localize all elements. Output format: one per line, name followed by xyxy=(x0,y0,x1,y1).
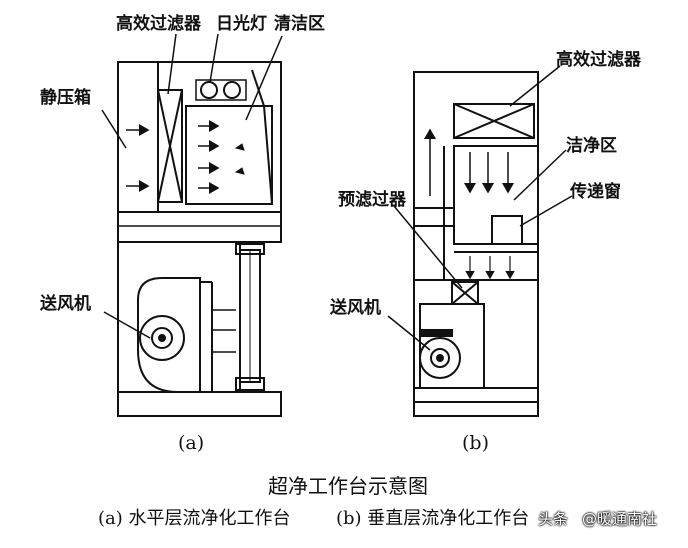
diagram-a-label-hepa-filter: 高效过滤器 xyxy=(116,14,201,34)
diagram-a-hepa-filter-icon xyxy=(157,89,183,203)
diagram-b-pass-window xyxy=(491,215,523,245)
diagram-b-caption: (b) xyxy=(462,432,489,454)
diagram-a-clean-zone xyxy=(185,105,273,205)
diagram-a-label-blower: 送风机 xyxy=(40,294,91,314)
figure-caption-a: (a) 水平层流净化工作台 xyxy=(98,508,291,529)
diagram-a-lamp-icon xyxy=(223,81,241,99)
diagram-a-label-plenum-box: 静压箱 xyxy=(40,88,91,108)
diagram-b-label-blower: 送风机 xyxy=(330,298,381,318)
diagram-b-clean-zone xyxy=(453,145,539,245)
diagram-a-blower-icon xyxy=(137,277,201,393)
diagram-b-label-hepa-filter: 高效过滤器 xyxy=(556,50,641,70)
diagram-a xyxy=(101,33,283,417)
figure-title: 超净工作台示意图 xyxy=(268,474,428,498)
figure-caption-b: (b) 垂直层流净化工作台 xyxy=(336,508,530,529)
diagram-b-blower-icon xyxy=(419,329,461,379)
watermark-platform: 头条 xyxy=(538,510,569,528)
diagram-a-work-surface xyxy=(117,211,282,243)
diagram-b-hepa-filter-icon xyxy=(453,103,535,139)
diagram-b-label-pre-filter: 预滤过器 xyxy=(338,190,406,210)
diagram-a-label-clean-zone: 清洁区 xyxy=(274,14,325,34)
diagram-a-plenum-box xyxy=(117,61,159,213)
diagram-b xyxy=(387,65,573,417)
diagram-b-label-pass-window: 传递窗 xyxy=(570,182,621,202)
watermark-handle: @暖通南社 xyxy=(582,510,658,528)
diagram-a-label-daylight-lamp: 日光灯 xyxy=(216,14,267,34)
diagram-b-label-clean-zone: 洁净区 xyxy=(566,136,617,156)
diagram-a-base xyxy=(117,391,282,417)
diagram-a-caption: (a) xyxy=(178,432,205,454)
diagram-a-lamp-icon xyxy=(200,81,218,99)
diagram-a-lower-cabinet xyxy=(117,241,241,393)
diagram-b-pre-filter-icon xyxy=(451,281,479,305)
